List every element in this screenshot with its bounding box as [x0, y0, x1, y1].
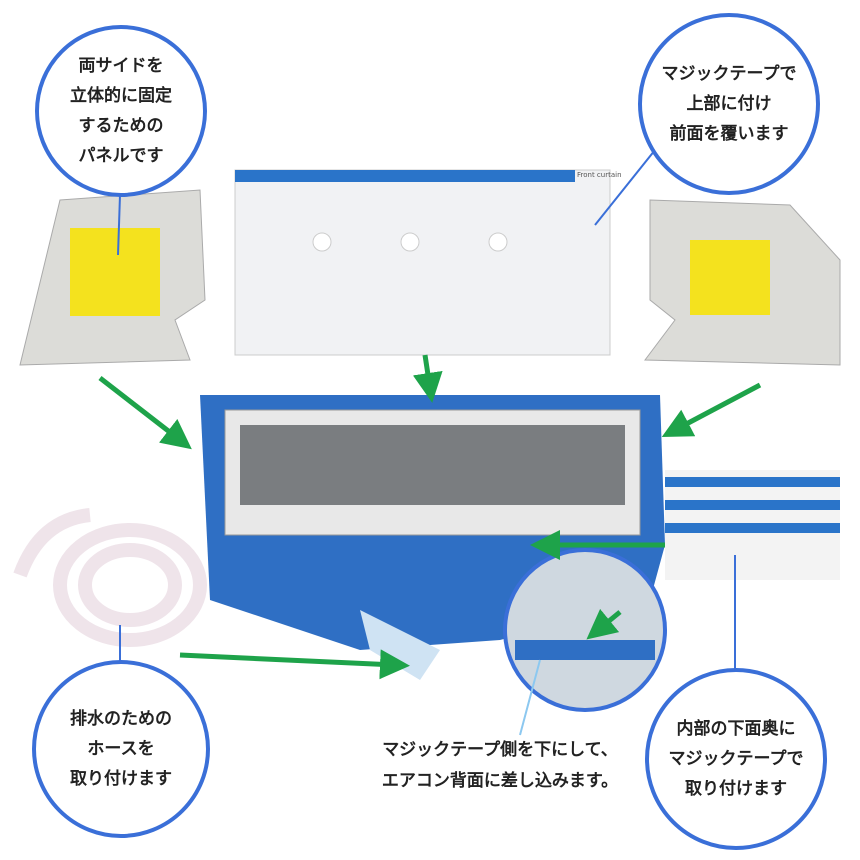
callout-text: マジックテープで: [668, 749, 804, 769]
callout-text: マジックテープで: [661, 64, 797, 84]
callout-text: ホースを: [87, 739, 155, 759]
caption-line: マジックテープ側を下にして、: [382, 740, 618, 760]
left-panel-label: [70, 228, 160, 316]
callout-front-curtain: マジックテープで 上部に付け 前面を覆います: [638, 13, 820, 195]
green-arrows: [98, 354, 762, 680]
callout-hose: 排水のための ホースを 取り付けます: [32, 660, 210, 838]
callout-text: 上部に付け: [686, 94, 772, 114]
callout-text: 前面を覆います: [669, 124, 789, 144]
drain-hose: [13, 508, 207, 647]
front-curtain-tag: Front curtain: [577, 171, 622, 179]
callout-text: パネルです: [78, 146, 164, 166]
callout-text: 取り付けます: [70, 769, 172, 789]
callout-leaders: [117, 149, 736, 736]
callout-text: するための: [78, 116, 164, 136]
callout-text: 両サイドを: [78, 56, 164, 76]
callout-inner-tape: 内部の下面奥に マジックテープで 取り付けます: [645, 668, 827, 850]
callout-text: 排水のための: [70, 709, 172, 729]
callout-text: 内部の下面奥に: [676, 719, 796, 739]
callout-text: 立体的に固定: [70, 86, 172, 106]
callout-text: 取り付けます: [685, 779, 787, 799]
detail-inset: [503, 548, 667, 712]
callout-side-panels: 両サイドを 立体的に固定 するための パネルです: [35, 25, 207, 197]
caption-line: エアコン背面に差し込みます。: [381, 771, 619, 791]
right-panel-label: [690, 240, 770, 315]
front-curtain: [234, 169, 611, 356]
inset-caption: マジックテープ側を下にして、 エアコン背面に差し込みます。: [345, 735, 655, 797]
